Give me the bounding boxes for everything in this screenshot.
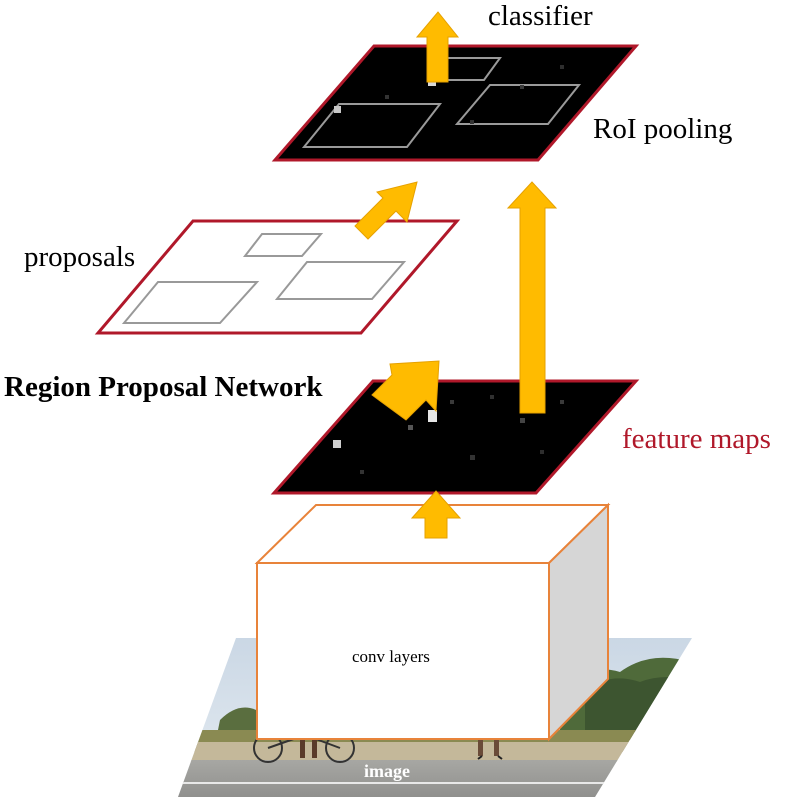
roi-pooling-label: RoI pooling xyxy=(593,113,733,145)
image-label: image xyxy=(364,761,410,781)
arrow-rpn-icon xyxy=(371,360,440,421)
conv-layers-label: conv layers xyxy=(352,647,430,666)
arrow-feature-to-roi-icon xyxy=(506,181,558,414)
feature-maps-label: feature maps xyxy=(622,423,771,455)
conv-layers-block xyxy=(254,502,611,742)
arrow-classifier-icon xyxy=(415,11,460,83)
arrow-conv-to-feature-icon xyxy=(410,490,462,539)
proposals-plane xyxy=(94,219,461,335)
rpn-label: Region Proposal Network xyxy=(4,371,323,403)
feature-maps-plane xyxy=(270,379,640,495)
roi-pooling-plane xyxy=(271,44,640,162)
proposals-label: proposals xyxy=(24,241,136,273)
classifier-label: classifier xyxy=(488,0,593,32)
arrow-proposals-to-roi-icon xyxy=(354,181,418,240)
